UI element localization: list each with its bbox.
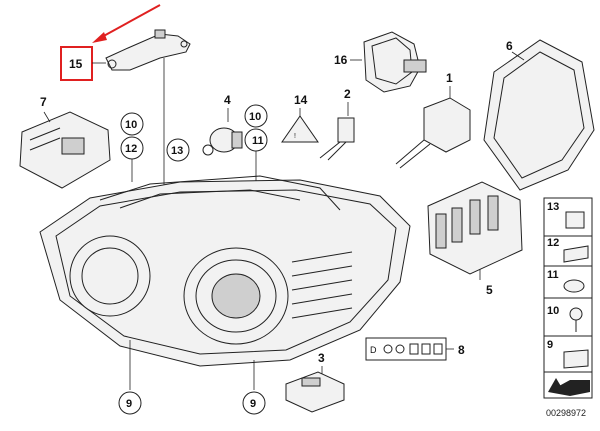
callout-15: 15 <box>69 57 83 71</box>
circle-9-right <box>242 391 266 415</box>
part-1-xenon <box>395 86 471 169</box>
part-4-bulb <box>202 108 243 156</box>
circle-9-left-label: 9 <box>126 398 132 410</box>
part-8-label: D <box>365 337 454 361</box>
part-7-module <box>19 111 111 189</box>
fastener-panel: 13 12 11 10 9 <box>543 197 593 399</box>
side-item-13: 13 <box>547 201 559 213</box>
circle-10-left <box>120 112 144 136</box>
part-16-cap <box>363 31 427 93</box>
callout-8: 8 <box>458 343 465 357</box>
callout-5: 5 <box>486 283 493 297</box>
side-item-11: 11 <box>547 269 559 281</box>
circle-13-label: 13 <box>171 145 183 157</box>
callout-4: 4 <box>224 93 231 107</box>
part-5-holder <box>427 181 523 280</box>
svg-text:!: ! <box>294 133 296 140</box>
part-2-bulb <box>319 102 355 161</box>
circle-10-center <box>244 104 268 128</box>
circle-12-label: 12 <box>125 143 137 155</box>
part-6-gasket <box>483 39 595 191</box>
part-15-cover <box>105 29 191 190</box>
circle-10-center-label: 10 <box>249 111 261 123</box>
part-3-ballast <box>285 366 345 413</box>
circle-11-label: 11 <box>252 135 264 147</box>
side-item-12: 12 <box>547 237 559 249</box>
headlamp-housing <box>39 175 411 367</box>
circle-9-left <box>118 391 142 415</box>
circle-9-right-label: 9 <box>250 398 256 410</box>
document-number: 00298972 <box>546 408 586 418</box>
label-box-text: D <box>370 345 377 355</box>
highlight-box <box>60 46 93 81</box>
part-14-warning-label: ! <box>281 108 319 143</box>
circle-13 <box>166 138 190 162</box>
callout-2: 2 <box>344 87 351 101</box>
callout-1: 1 <box>446 71 453 85</box>
callout-16: 16 <box>334 53 348 67</box>
side-item-9: 9 <box>547 339 553 351</box>
callout-6: 6 <box>506 39 513 53</box>
side-item-10: 10 <box>547 305 559 317</box>
highlight-arrow <box>92 4 161 43</box>
callout-14: 14 <box>294 93 308 107</box>
circle-10-left-label: 10 <box>125 119 137 131</box>
callout-7: 7 <box>40 95 47 109</box>
callout-3: 3 <box>318 351 325 365</box>
